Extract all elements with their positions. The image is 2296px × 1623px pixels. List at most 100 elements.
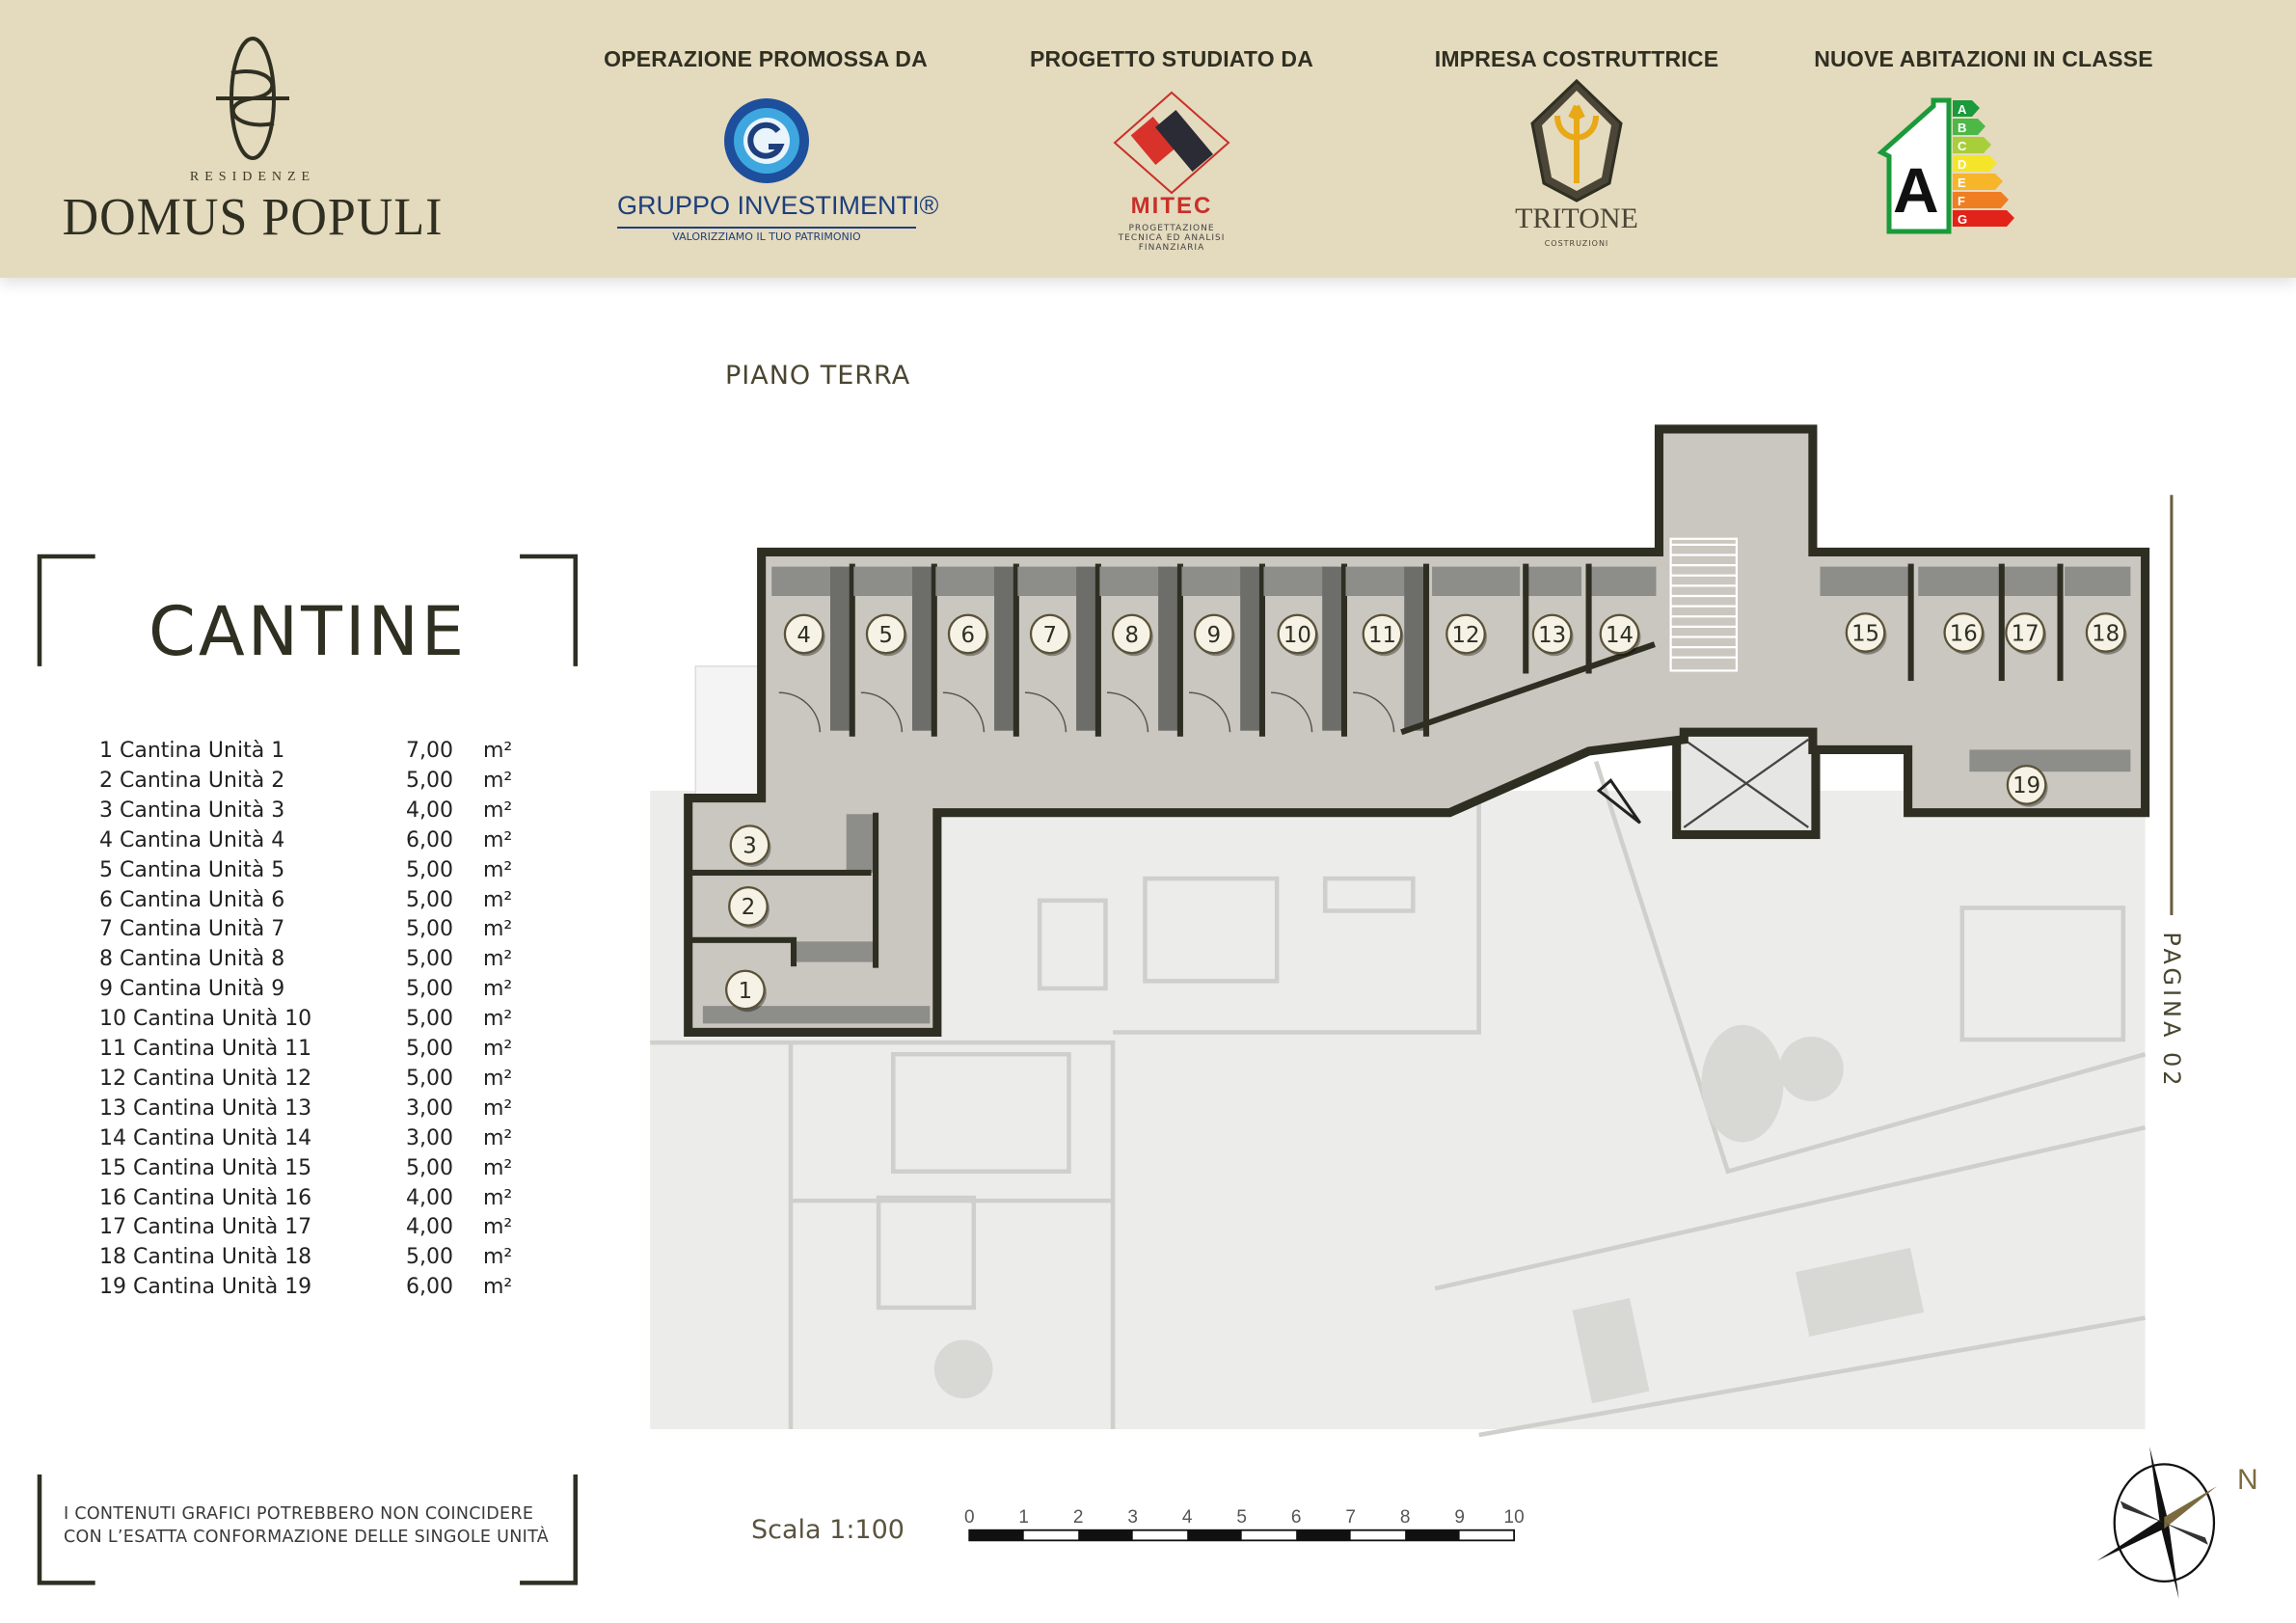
- unit-name: 2 Cantina Unità 2: [99, 768, 285, 793]
- energy-class-letter: C: [1958, 139, 1967, 153]
- trident-emblem-icon: [1530, 78, 1623, 203]
- unit-area: 3,00: [406, 1096, 453, 1121]
- storage-partitions: [688, 563, 2131, 1024]
- unit-name: 5 Cantina Unità 5: [99, 857, 285, 882]
- unit-marker[interactable]: 3: [729, 825, 771, 867]
- unit-area: 6,00: [406, 827, 453, 852]
- unit-name: 15 Cantina Unità 15: [99, 1155, 312, 1180]
- brand-name: DOMUS POPULI: [62, 188, 444, 247]
- unit-marker[interactable]: 13: [1531, 613, 1574, 657]
- scale-tick-label: 2: [1072, 1507, 1084, 1528]
- unit-marker[interactable]: 19: [2006, 764, 2048, 807]
- unit-marker[interactable]: 6: [947, 613, 989, 657]
- energy-class-letter: B: [1958, 121, 1966, 135]
- unit-marker[interactable]: 10: [1277, 613, 1319, 657]
- unit-marker-label: 8: [1125, 623, 1139, 648]
- floor-label: PIANO TERRA: [725, 361, 911, 391]
- unit-area: 5,00: [406, 947, 453, 972]
- unit-marker[interactable]: 18: [2085, 612, 2127, 655]
- gi-logo-tagline: VALORIZZIAMO IL TUO PATRIMONIO: [617, 227, 916, 243]
- heading-promoter: OPERAZIONE PROMOSSA DA: [604, 46, 928, 71]
- unit-marker[interactable]: 17: [2005, 612, 2047, 655]
- unit-marker[interactable]: 15: [1845, 612, 1887, 655]
- unit-measure: m²: [483, 887, 513, 912]
- unit-marker[interactable]: 9: [1193, 613, 1235, 657]
- unit-measure: m²: [483, 1155, 513, 1180]
- unit-area: 5,00: [406, 1245, 453, 1270]
- unit-area: 5,00: [406, 1155, 453, 1180]
- disclaimer-line: I CONTENUTI GRAFICI POTREBBERO NON COINC…: [64, 1504, 534, 1524]
- unit-area: 5,00: [406, 887, 453, 912]
- unit-name: 10 Cantina Unità 10: [99, 1007, 312, 1032]
- unit-name: 16 Cantina Unità 16: [99, 1185, 312, 1210]
- unit-area: 5,00: [406, 768, 453, 793]
- unit-marker[interactable]: 16: [1943, 612, 1985, 655]
- unit-row: 8 Cantina Unità 8 5,00 m²: [99, 945, 512, 974]
- tritone-logo-tagline: COSTRUZIONI: [1544, 239, 1609, 248]
- energy-class-letter: A: [1958, 102, 1967, 117]
- unit-measure: m²: [483, 827, 513, 852]
- unit-name: 7 Cantina Unità 7: [99, 917, 285, 942]
- energy-class-bar: F: [1953, 192, 2009, 208]
- energy-class-bar: G: [1953, 210, 2014, 227]
- unit-marker[interactable]: 1: [725, 969, 767, 1013]
- energy-class-bar: E: [1953, 174, 2003, 190]
- heading-energy-class: NUOVE ABITAZIONI IN CLASSE: [1814, 46, 2153, 71]
- unit-marker[interactable]: 7: [1029, 613, 1071, 657]
- unit-marker[interactable]: 12: [1445, 613, 1488, 657]
- unit-measure: m²: [483, 1007, 513, 1032]
- gruppo-investimenti-logo: GRUPPO INVESTIMENTI® VALORIZZIAMO IL TUO…: [617, 95, 938, 249]
- heading-designer: PROGETTO STUDIATO DA: [1029, 46, 1314, 71]
- unit-measure: m²: [483, 1185, 513, 1210]
- unit-marker-label: 5: [878, 623, 892, 648]
- unit-marker[interactable]: 11: [1362, 613, 1404, 657]
- unit-measure: m²: [483, 977, 513, 1002]
- scale-segment: [969, 1529, 1024, 1541]
- unit-marker[interactable]: 4: [783, 613, 825, 657]
- unit-measure: m²: [483, 1125, 513, 1150]
- unit-marker-label: 13: [1538, 623, 1566, 648]
- unit-row: 15 Cantina Unità 15 5,00 m²: [99, 1154, 512, 1183]
- unit-marker-label: 15: [1851, 621, 1879, 646]
- north-label: N: [2237, 1464, 2258, 1496]
- energy-class-bar: B: [1953, 119, 1985, 135]
- unit-area: 7,00: [406, 739, 453, 763]
- page-number: PAGINA 02: [2158, 932, 2185, 1090]
- unit-marker[interactable]: 2: [728, 886, 770, 929]
- mitec-logo: MITEC PROGETTAZIONE TECNICA ED ANALISI F…: [1090, 89, 1254, 253]
- unit-area: 5,00: [406, 857, 453, 882]
- domus-populi-monogram-icon: [216, 37, 289, 160]
- header-banner: RESIDENZE DOMUS POPULI OPERAZIONE PROMOS…: [0, 0, 2296, 278]
- tritone-logo: TRITONE COSTRUZIONI: [1495, 77, 1659, 251]
- energy-class-bar: D: [1953, 155, 1997, 172]
- unit-marker[interactable]: 14: [1599, 613, 1641, 657]
- gi-emblem-icon: [724, 98, 809, 183]
- scale-tick-label: 7: [1345, 1507, 1356, 1528]
- unit-marker-label: 7: [1043, 623, 1057, 648]
- unit-marker-label: 19: [2012, 773, 2040, 798]
- unit-area: 5,00: [406, 1066, 453, 1091]
- unit-name: 8 Cantina Unità 8: [99, 947, 285, 972]
- tritone-logo-text: TRITONE: [1515, 203, 1638, 234]
- unit-marker-label: 16: [1950, 621, 1978, 646]
- unit-name: 17 Cantina Unità 17: [99, 1215, 312, 1240]
- unit-marker[interactable]: 5: [865, 613, 907, 657]
- unit-marker-label: 17: [2012, 621, 2039, 646]
- unit-marker[interactable]: 8: [1111, 613, 1153, 657]
- unit-measure: m²: [483, 947, 513, 972]
- scale-segment: [1296, 1529, 1351, 1541]
- unit-marker-label: 1: [739, 979, 752, 1004]
